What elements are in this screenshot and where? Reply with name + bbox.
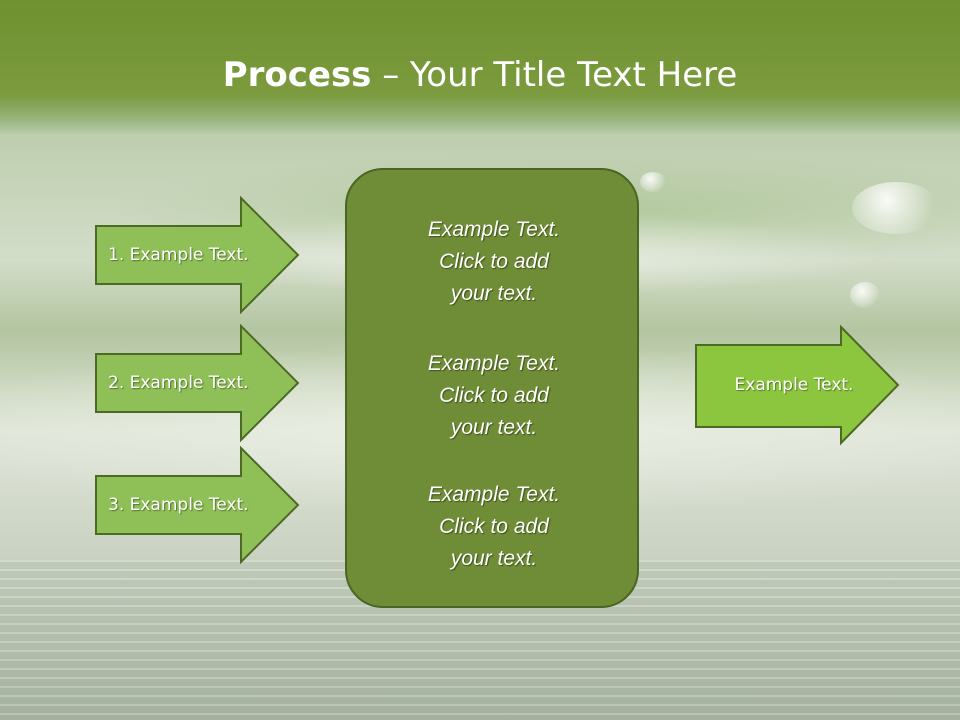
center-text-block-3: Example Text. Click to add your text. bbox=[347, 479, 641, 575]
input-arrow-1[interactable]: 1. Example Text. bbox=[95, 195, 300, 315]
title-bar bbox=[0, 0, 960, 135]
center-text-block-1: Example Text. Click to add your text. bbox=[347, 214, 641, 310]
center-process-box[interactable]: Example Text. Click to add your text. Ex… bbox=[345, 168, 639, 608]
water-droplet bbox=[640, 172, 666, 192]
block-line: Click to add bbox=[439, 515, 549, 538]
arrow-shape bbox=[95, 445, 300, 565]
arrow-shape bbox=[95, 323, 300, 443]
block-line: Example Text. bbox=[427, 483, 561, 506]
input-arrow-3-label: 3. Example Text. bbox=[108, 495, 249, 515]
center-text-block-2: Example Text. Click to add your text. bbox=[347, 348, 641, 444]
output-arrow[interactable]: Example Text. bbox=[695, 324, 900, 446]
arrow-shape bbox=[95, 195, 300, 315]
water-droplet bbox=[852, 182, 940, 234]
title-bold-text: Process bbox=[222, 55, 372, 95]
input-arrow-2-label: 2. Example Text. bbox=[108, 373, 249, 393]
output-arrow-label: Example Text. bbox=[734, 375, 854, 395]
block-line: Example Text. bbox=[427, 352, 561, 375]
block-line: Example Text. bbox=[427, 218, 561, 241]
water-droplet bbox=[850, 282, 880, 308]
input-arrow-3[interactable]: 3. Example Text. bbox=[95, 445, 300, 565]
block-line: Click to add bbox=[439, 384, 549, 407]
input-arrow-1-label: 1. Example Text. bbox=[108, 245, 249, 265]
block-line: Click to add bbox=[439, 250, 549, 273]
block-line: your text. bbox=[450, 416, 538, 439]
block-line: your text. bbox=[450, 547, 538, 570]
arrow-shape bbox=[695, 324, 900, 446]
input-arrow-2[interactable]: 2. Example Text. bbox=[95, 323, 300, 443]
slide-title[interactable]: Process – Your Title Text Here bbox=[0, 52, 960, 98]
block-line: your text. bbox=[450, 282, 538, 305]
title-rest-text: – Your Title Text Here bbox=[371, 55, 738, 95]
